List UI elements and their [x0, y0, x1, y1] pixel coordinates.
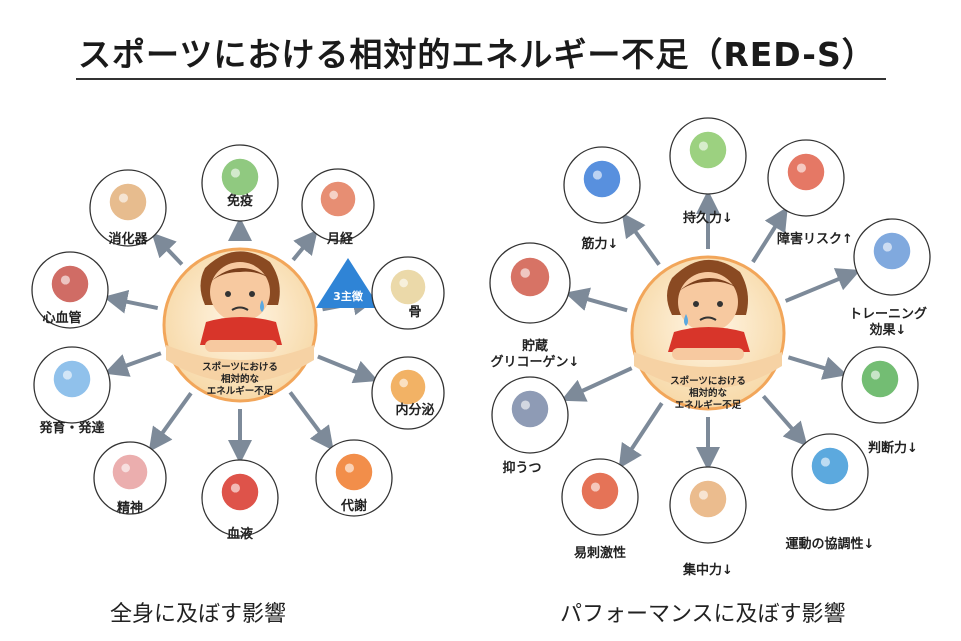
right-node-label2-2: 効果↓ — [870, 322, 907, 338]
right-node-6: 易刺激性 — [561, 458, 639, 561]
treadmill-icon — [873, 232, 911, 270]
angry-boy-icon — [581, 472, 619, 510]
reading-sleepy-icon — [689, 480, 727, 518]
right-node-label-7: 抑うつ — [502, 460, 541, 476]
right-node-label-8: 貯蔵 — [522, 338, 548, 354]
brain-hand-icon — [112, 454, 148, 490]
left-node-9: 消化器 — [89, 169, 167, 247]
left-node-7: 発育・発達 — [33, 346, 111, 436]
left-node-4: 代謝 — [315, 439, 393, 517]
page-title: スポーツにおける相対的エネルギー不足（RED-S） — [78, 35, 876, 74]
right-arrows — [560, 190, 861, 471]
right-node-label-5: 集中力↓ — [682, 562, 733, 578]
left-node-label-4: 代謝 — [340, 498, 367, 514]
left-node-label-8: 心血管 — [42, 310, 81, 326]
left-node-5: 血液 — [201, 459, 279, 542]
right-node-label-6: 易刺激性 — [574, 545, 626, 561]
left-center-node: スポーツにおける 相対的な エネルギー不足 — [162, 247, 318, 403]
triad-badge-label: 3主徴 — [333, 289, 364, 303]
left-node-label-7: 発育・発達 — [38, 420, 104, 436]
left-node-6: 精神 — [93, 441, 167, 516]
left-caption: 全身に及ぼす影響 — [110, 602, 287, 627]
right-caption: パフォーマンスに及ぼす影響 — [560, 602, 846, 627]
right-node-4: 運動の協調性↓ — [786, 433, 875, 552]
left-center-label-2: 相対的な — [221, 373, 260, 385]
blood-tube-icon — [221, 473, 259, 511]
right-node-label-2: トレーニング — [849, 306, 927, 322]
dumbbell-icon — [583, 160, 621, 198]
right-athlete-illustration — [667, 259, 750, 360]
right-node-label2-8: グリコーゲン↓ — [491, 354, 580, 370]
right-center-label-1: スポーツにおける — [670, 375, 746, 387]
bone-icon — [390, 269, 426, 305]
soccer-confused-icon — [861, 360, 899, 398]
right-center-label-3: エネルギー不足 — [675, 399, 742, 411]
right-center-label-2: 相対的な — [689, 387, 728, 399]
thyroid-icon — [390, 369, 426, 405]
right-node-label-0: 持久力↓ — [683, 210, 733, 226]
muscle-glycogen-icon — [510, 257, 550, 297]
left-center-label-1: スポーツにおける — [202, 361, 278, 373]
right-node-7: 抑うつ — [491, 376, 569, 476]
left-node-label-2: 骨 — [408, 305, 421, 320]
flame-icon — [335, 453, 373, 491]
right-node-0: 持久力↓ — [669, 117, 747, 226]
right-node-label-9: 筋力↓ — [581, 236, 619, 252]
left-center-label-3: エネルギー不足 — [207, 385, 274, 397]
left-node-label-3: 内分泌 — [395, 402, 434, 418]
right-center-node: スポーツにおける 相対的な エネルギー不足 — [630, 255, 786, 411]
left-node-2: 骨 — [371, 256, 445, 330]
shield-virus-icon — [221, 158, 259, 196]
right-node-label-3: 判断力↓ — [868, 440, 918, 456]
depressed-boy-icon — [511, 390, 549, 428]
right-node-1: 障害リスク↑ — [767, 139, 853, 247]
injury-danger-icon — [787, 153, 825, 191]
right-node-9: 筋力↓ — [563, 146, 641, 252]
left-athlete-illustration — [200, 251, 282, 352]
left-node-0: 免疫 — [201, 144, 279, 222]
right-node-label-1: 障害リスク↑ — [777, 231, 853, 247]
left-node-label-5: 血液 — [227, 526, 253, 542]
soccer-fall-icon — [811, 447, 849, 485]
runner-tired-icon — [689, 131, 727, 169]
right-node-3: 判断力↓ — [841, 346, 919, 456]
left-node-8: 心血管 — [31, 251, 109, 329]
title-divider — [76, 78, 886, 80]
right-node-label-4: 運動の協調性↓ — [786, 536, 875, 552]
left-node-label-6: 精神 — [117, 500, 143, 516]
left-node-3: 内分泌 — [371, 356, 445, 430]
brain-heart-icon — [51, 265, 89, 303]
stomach-icon — [109, 183, 147, 221]
left-node-label-1: 月経 — [326, 231, 354, 247]
triad-badge: 3主徴 — [316, 258, 380, 308]
left-node-label-9: 消化器 — [108, 231, 148, 247]
growth-chart-icon — [53, 360, 91, 398]
right-node-5: 集中力↓ — [669, 466, 747, 578]
calendar-icon — [320, 181, 356, 217]
left-node-label-0: 免疫 — [227, 193, 253, 209]
left-node-1: 月経 — [301, 168, 375, 247]
